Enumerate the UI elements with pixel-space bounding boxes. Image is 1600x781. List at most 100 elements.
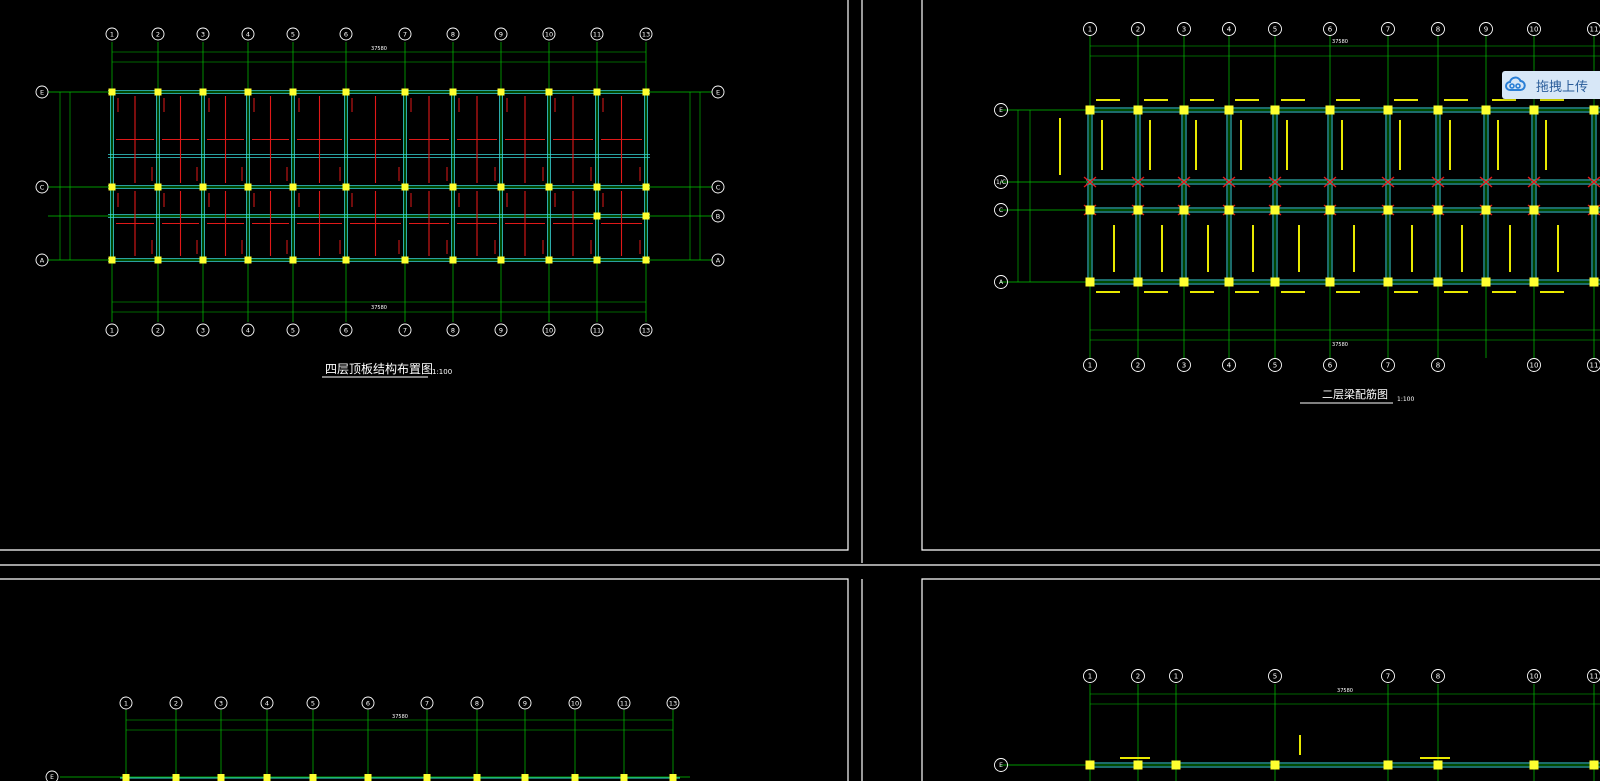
axis-label: 4 — [1227, 362, 1232, 370]
axis-bubble — [286, 27, 300, 41]
column — [244, 88, 252, 96]
axis-label: 10 — [1530, 26, 1539, 34]
axis-label: 10 — [545, 30, 553, 38]
rebar-mark — [1177, 176, 1191, 188]
axis-bubble — [35, 85, 49, 99]
axis-label: 11 — [593, 30, 601, 38]
axis-label: 7 — [403, 30, 407, 38]
axis-label: 2 — [1136, 673, 1140, 681]
columns — [122, 774, 677, 781]
axis-bubble — [1222, 358, 1236, 372]
sheet-frame-top-right — [921, 0, 1600, 551]
column — [449, 88, 457, 96]
column — [545, 88, 553, 96]
column — [642, 256, 650, 264]
total-dimension: 37580 — [392, 714, 408, 720]
axis-label: E — [716, 88, 720, 96]
axis-bubble — [214, 696, 228, 710]
axis-label: 7 — [1386, 362, 1390, 370]
column — [199, 183, 207, 191]
axis-label: 13 — [669, 699, 677, 707]
column — [1133, 760, 1143, 770]
column — [1481, 277, 1491, 287]
column — [1325, 105, 1335, 115]
axis-label: 3 — [201, 30, 205, 38]
axis-bubble — [1527, 22, 1541, 36]
column — [1481, 205, 1491, 215]
axis-bubble — [241, 27, 255, 41]
column — [342, 183, 350, 191]
axis-label: 1 — [110, 30, 114, 38]
axis-label: 11 — [1590, 26, 1599, 34]
axis-bubble — [542, 323, 556, 337]
column — [108, 256, 116, 264]
columns — [108, 88, 650, 264]
axis-bubble — [446, 323, 460, 337]
axis-bubble — [361, 696, 375, 710]
rebar-mark — [1587, 176, 1600, 188]
axis-label: 1 — [1088, 26, 1092, 34]
axis-label: 3 — [1182, 26, 1186, 34]
axis-bubble — [1131, 22, 1145, 36]
sheet-frame-bottom-left — [0, 578, 849, 781]
column — [1433, 105, 1443, 115]
column — [1481, 105, 1491, 115]
axis-label: A — [999, 279, 1004, 286]
axis-bubble — [994, 103, 1008, 117]
rebar-mark — [1268, 176, 1282, 188]
column — [642, 183, 650, 191]
axis-bubble — [1268, 669, 1282, 683]
axis-bubble — [169, 696, 183, 710]
column — [1133, 205, 1143, 215]
column — [1325, 205, 1335, 215]
drag-upload-button[interactable]: 拖拽上传 — [1502, 71, 1600, 99]
column — [342, 88, 350, 96]
axis-bubble — [35, 253, 49, 267]
axis-label: 7 — [1386, 26, 1390, 34]
axis-bubble — [398, 323, 412, 337]
beam-annotations — [1059, 99, 1564, 293]
axis-bubble — [639, 27, 653, 41]
axis-label: 7 — [425, 699, 429, 707]
column — [521, 774, 529, 781]
axis-label: 4 — [265, 699, 269, 707]
column — [199, 88, 207, 96]
column — [1433, 205, 1443, 215]
total-dimension: 37580 — [1337, 688, 1353, 694]
axis-label: 11 — [1590, 362, 1599, 370]
axis-label: 5 — [1273, 26, 1277, 34]
axis-bubble — [1381, 358, 1395, 372]
axis-bubble — [339, 323, 353, 337]
axis-bubble — [35, 180, 49, 194]
axis-label: 11 — [1590, 673, 1599, 681]
column — [1085, 205, 1095, 215]
drawing-title: 四层顶板结构布置图 — [325, 361, 433, 376]
column — [217, 774, 225, 781]
column — [1179, 277, 1189, 287]
total-dimension: 37580 — [1332, 342, 1348, 348]
column — [449, 183, 457, 191]
axis-label: 10 — [545, 326, 553, 334]
axis-bubble — [1083, 22, 1097, 36]
column — [1529, 277, 1539, 287]
axis-label: A — [716, 256, 721, 264]
axis-label: 5 — [1273, 362, 1277, 370]
axis-bubble — [1222, 22, 1236, 36]
axis-label: 9 — [1484, 26, 1488, 34]
column — [401, 256, 409, 264]
axis-label: E — [999, 107, 1003, 114]
axis-label: 9 — [499, 30, 503, 38]
beam-annotations — [1120, 735, 1450, 759]
column — [154, 183, 162, 191]
axis-bubble — [994, 275, 1008, 289]
column — [108, 88, 116, 96]
axis-bubble — [542, 27, 556, 41]
column — [1224, 205, 1234, 215]
column — [1433, 760, 1443, 770]
